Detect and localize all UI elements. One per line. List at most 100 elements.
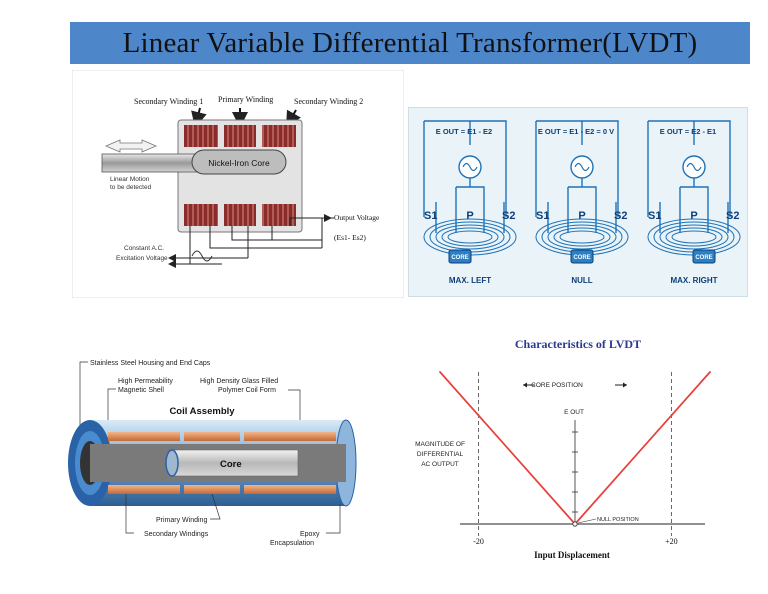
data-point — [439, 371, 441, 373]
coil-sec1-top — [184, 125, 218, 147]
ylabel-line-2: DIFFERENTIAL — [417, 451, 464, 458]
label-core: Nickel-Iron Core — [208, 158, 270, 168]
label-magnetic-shell: Magnetic Shell — [118, 387, 164, 394]
label-secondary-winding-2: Secondary Winding 2 — [294, 97, 363, 106]
leader-housing — [79, 361, 88, 436]
coil-turn — [553, 227, 611, 247]
label-high-permeability: High Permeability — [118, 378, 173, 385]
circuit-wires — [647, 120, 731, 217]
secondary-leads — [435, 202, 505, 233]
secondary-coil-bottom-2 — [244, 485, 336, 494]
label-s1: S1 — [536, 210, 549, 222]
eout-equation: E OUT = E2 - E1 — [660, 127, 716, 136]
coil-turn — [559, 230, 605, 244]
label-secondary-winding-1: Secondary Winding 1 — [134, 97, 203, 106]
characteristics-chart: Characteristics of LVDT CORE POSITION E … — [415, 337, 711, 560]
cutaway-diagram: Stainless Steel Housing and End Caps Hig… — [68, 360, 357, 547]
data-point — [709, 371, 711, 373]
coil-turn — [547, 224, 617, 250]
core-position-left-arrow — [523, 382, 527, 388]
motion-arrow-icon — [104, 139, 158, 153]
x-tick-label: -20 — [473, 537, 484, 546]
ac-wave-icon — [686, 162, 702, 172]
x-axis-label: Input Displacement — [534, 550, 610, 560]
leader-secondary — [125, 494, 134, 534]
primary-coil-bottom — [184, 485, 240, 494]
core-cylinder — [171, 449, 299, 477]
coil-sec1-bottom — [184, 204, 218, 226]
core-position-label: CORE POSITION — [531, 382, 583, 389]
coil-turn — [435, 224, 505, 250]
null-position-marker — [572, 521, 578, 527]
coil-sec2-top — [262, 125, 296, 147]
label-excitation-voltage: Excitation Voltage — [116, 255, 168, 262]
label-high-density-glass: High Density Glass Filled — [200, 378, 278, 385]
circuit-wires — [535, 120, 619, 217]
secondary-leads — [659, 202, 729, 233]
leader-magnetic — [107, 388, 116, 428]
coil-turn — [447, 230, 493, 244]
x-tick-label: +20 — [665, 537, 678, 546]
label-constant-ac: Constant A.C. — [124, 245, 164, 252]
coil-primary-bottom — [224, 204, 256, 226]
coil-sec2-bottom — [262, 204, 296, 226]
coil-turn — [659, 224, 729, 250]
coil-turn — [441, 227, 499, 247]
core-block — [448, 249, 472, 264]
label-polymer-coil-form: Polymer Coil Form — [218, 387, 276, 394]
core-position-right-arrow — [623, 382, 627, 388]
label-p: P — [466, 210, 473, 222]
label-s2: S2 — [726, 210, 739, 222]
label-s2: S2 — [614, 210, 627, 222]
label-to-be-detected: to be detected — [110, 184, 152, 191]
eout-equation: E OUT = E1 - E2 = 0 V — [538, 127, 614, 136]
title-bar: Linear Variable Differential Transformer… — [70, 22, 750, 64]
label-output-expression: (Es1- Es2) — [334, 233, 366, 242]
secondary-coil-bottom-1 — [108, 485, 180, 494]
label-epoxy: Epoxy — [300, 531, 320, 538]
primary-leads — [567, 178, 597, 233]
label-stainless-housing: Stainless Steel Housing and End Caps — [90, 360, 211, 367]
eout-label: E OUT — [564, 409, 584, 416]
label-core: CORE — [451, 255, 468, 261]
position-caption: NULL — [571, 276, 592, 285]
label-coil-assembly: Coil Assembly — [169, 406, 235, 417]
ylabel-line-3: AC OUTPUT — [421, 461, 459, 468]
page-title: Linear Variable Differential Transformer… — [122, 26, 698, 59]
ac-wave-icon — [462, 162, 478, 172]
leader-primary — [210, 493, 221, 520]
data-point — [670, 414, 673, 417]
primary-leads — [679, 178, 709, 233]
secondary-coil-top-1 — [108, 432, 180, 441]
primary-coil-top — [184, 432, 240, 441]
ac-wave-icon — [574, 162, 590, 172]
label-primary-winding: Primary Winding — [218, 95, 273, 104]
leader-epoxy — [326, 504, 341, 534]
eout-equation: E OUT = E1 - E2 — [436, 127, 492, 136]
ylabel-line-1: MAGNITUDE OF — [415, 441, 465, 448]
null-leader — [577, 518, 597, 524]
core-rod — [101, 153, 203, 173]
coil-turn — [671, 230, 717, 244]
label-core-cut: Core — [220, 459, 242, 470]
secondary-coil-top-2 — [244, 432, 336, 441]
secondary-leads — [547, 202, 617, 233]
label-s1: S1 — [648, 210, 661, 222]
circuit-wires — [423, 120, 507, 217]
core-block — [570, 249, 594, 264]
data-point — [477, 414, 480, 417]
label-linear-motion: Linear Motion — [110, 176, 150, 183]
position-caption: MAX. LEFT — [449, 276, 491, 285]
core-block — [692, 249, 716, 264]
label-core: CORE — [695, 255, 712, 261]
label-encapsulation: Encapsulation — [270, 540, 314, 547]
construction-diagram: Secondary Winding 1 Primary Winding Seco… — [72, 70, 404, 298]
label-secondary-windings-cut: Secondary Windings — [144, 531, 209, 538]
label-p: P — [690, 210, 697, 222]
label-p: P — [578, 210, 585, 222]
coil-turn — [665, 227, 723, 247]
label-s2: S2 — [502, 210, 515, 222]
